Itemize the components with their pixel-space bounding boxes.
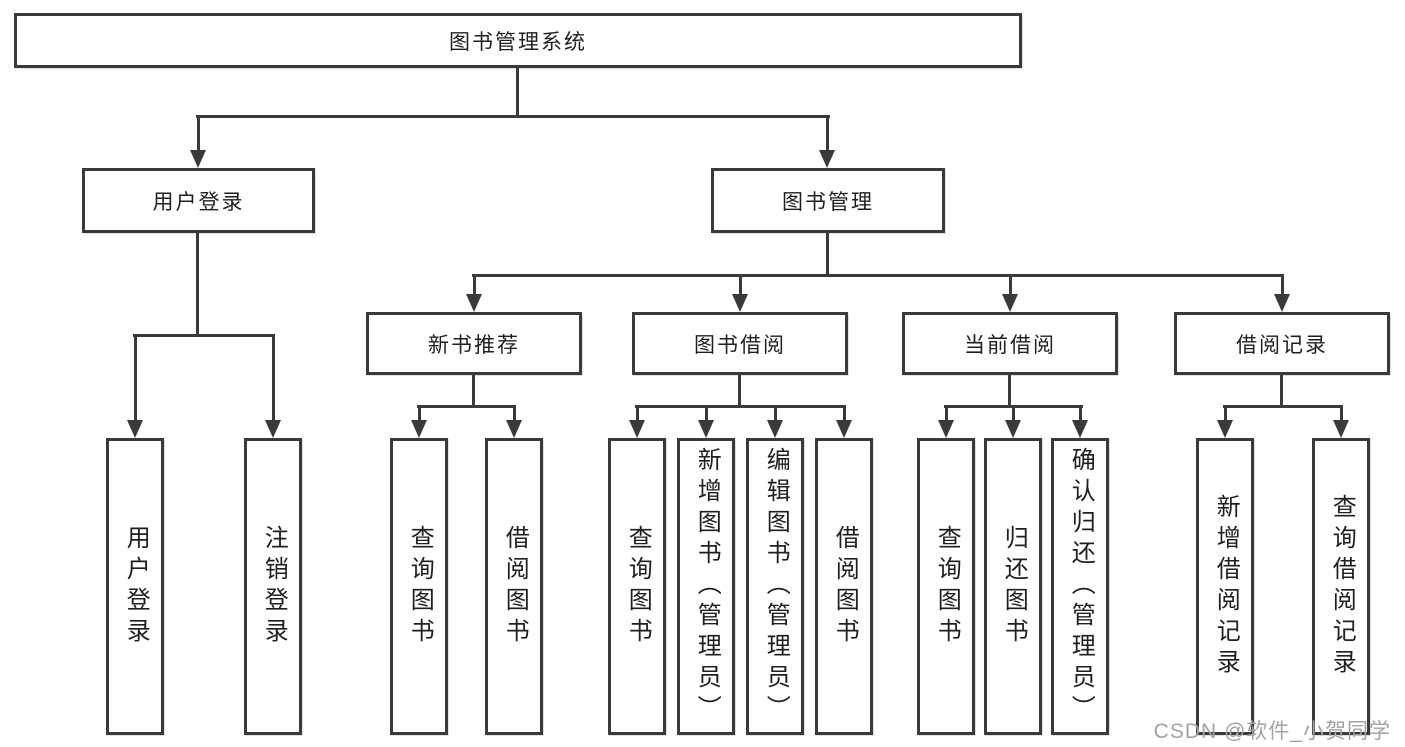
edge-book-borrow-trunk xyxy=(738,375,741,408)
arrowhead-leaf-borrow-book-2-icon xyxy=(836,420,852,438)
edge-to-book-borrow xyxy=(739,274,742,294)
node-user-login-label: 用户登录 xyxy=(152,190,245,214)
edge-to-leaf-user-login xyxy=(134,334,137,420)
node-book-borrow-label: 图书借阅 xyxy=(694,333,786,357)
leaf-query-borrow-record-label: 查询借阅记录 xyxy=(1328,493,1356,680)
edge-to-leaf-query-book-1 xyxy=(418,405,421,420)
leaf-confirm-return-admin-label: 确认归还（管理员） xyxy=(1067,447,1095,726)
edge-to-leaf-confirm-return xyxy=(1079,405,1082,420)
leaf-borrow-book-2: 借阅图书 xyxy=(815,438,873,735)
edge-current-borrow-trunk xyxy=(1008,375,1011,408)
arrowhead-leaf-query-book-1-icon xyxy=(411,420,427,438)
leaf-add-book-admin: 新增图书（管理员） xyxy=(677,438,735,735)
arrowhead-book-borrow-icon xyxy=(732,294,748,312)
node-book-management: 图书管理 xyxy=(711,168,945,233)
leaf-query-borrow-record: 查询借阅记录 xyxy=(1312,438,1370,735)
leaf-user-login-label: 用户登录 xyxy=(122,524,150,649)
leaf-query-book-3-label: 查询图书 xyxy=(933,524,961,649)
edge-user-login-branch xyxy=(133,334,275,337)
edge-to-current-borrow xyxy=(1009,274,1012,294)
leaf-query-book-1-label: 查询图书 xyxy=(406,524,434,649)
arrowhead-user-login-icon xyxy=(190,150,206,168)
node-current-borrow: 当前借阅 xyxy=(902,312,1118,375)
leaf-edit-book-admin-label: 编辑图书（管理员） xyxy=(762,447,790,726)
edge-book-borrow-branch xyxy=(635,405,846,408)
arrowhead-leaf-add-book-icon xyxy=(698,420,714,438)
edge-root-trunk xyxy=(516,67,519,118)
arrowhead-leaf-logout-icon xyxy=(265,420,281,438)
edge-to-leaf-logout xyxy=(272,334,275,420)
leaf-return-book-label: 归还图书 xyxy=(1000,524,1028,649)
edge-root-to-user-login xyxy=(197,115,200,150)
node-root-label: 图书管理系统 xyxy=(449,30,587,54)
edge-borrow-record-branch xyxy=(1223,405,1343,408)
edge-to-leaf-return-book xyxy=(1012,405,1015,420)
edge-root-to-book-management xyxy=(826,115,829,150)
arrowhead-leaf-borrow-book-1-icon xyxy=(506,420,522,438)
edge-to-leaf-add-book xyxy=(705,405,708,420)
node-new-book-recommend-label: 新书推荐 xyxy=(428,333,520,357)
node-current-borrow-label: 当前借阅 xyxy=(964,333,1056,357)
arrowhead-leaf-confirm-return-icon xyxy=(1072,420,1088,438)
leaf-borrow-book-1-label: 借阅图书 xyxy=(501,524,529,649)
edge-to-leaf-edit-book xyxy=(774,405,777,420)
watermark: CSDN @软件_小贺同学 xyxy=(1153,720,1391,743)
edge-book-management-trunk xyxy=(826,233,829,276)
leaf-borrow-book-1: 借阅图书 xyxy=(485,438,543,735)
leaf-add-book-admin-label: 新增图书（管理员） xyxy=(693,447,721,726)
edge-to-leaf-query-borrow-record xyxy=(1340,405,1343,420)
node-user-login: 用户登录 xyxy=(82,168,315,233)
leaf-confirm-return-admin: 确认归还（管理员） xyxy=(1051,438,1109,735)
edge-to-borrow-record xyxy=(1281,274,1284,294)
arrowhead-book-management-icon xyxy=(819,150,835,168)
arrowhead-leaf-user-login-icon xyxy=(127,420,143,438)
edge-to-leaf-add-borrow-record xyxy=(1224,405,1227,420)
node-book-management-label: 图书管理 xyxy=(782,190,874,214)
leaf-logout: 注销登录 xyxy=(244,438,302,735)
arrowhead-leaf-edit-book-icon xyxy=(767,420,783,438)
leaf-query-book-2-label: 查询图书 xyxy=(624,524,652,649)
leaf-edit-book-admin: 编辑图书（管理员） xyxy=(746,438,804,735)
node-borrow-record-label: 借阅记录 xyxy=(1236,333,1328,357)
node-borrow-record: 借阅记录 xyxy=(1174,312,1390,375)
leaf-return-book: 归还图书 xyxy=(984,438,1042,735)
edge-to-leaf-query-book-3 xyxy=(945,405,948,420)
edge-to-leaf-query-book-2 xyxy=(636,405,639,420)
leaf-add-borrow-record-label: 新增借阅记录 xyxy=(1212,493,1240,680)
arrowhead-leaf-query-book-2-icon xyxy=(629,420,645,438)
arrowhead-leaf-add-borrow-record-icon xyxy=(1217,420,1233,438)
arrowhead-leaf-query-book-3-icon xyxy=(938,420,954,438)
edge-user-login-trunk xyxy=(196,233,199,336)
arrowhead-new-book-recommend-icon xyxy=(466,294,482,312)
edge-root-branch xyxy=(196,115,830,118)
arrowhead-borrow-record-icon xyxy=(1274,294,1290,312)
arrowhead-leaf-query-borrow-record-icon xyxy=(1333,420,1349,438)
leaf-logout-label: 注销登录 xyxy=(260,524,288,649)
arrowhead-current-borrow-icon xyxy=(1002,294,1018,312)
arrowhead-leaf-return-book-icon xyxy=(1005,420,1021,438)
leaf-user-login: 用户登录 xyxy=(106,438,164,735)
edge-to-new-book-recommend xyxy=(473,274,476,294)
node-root: 图书管理系统 xyxy=(14,13,1022,68)
leaf-query-book-3: 查询图书 xyxy=(917,438,975,735)
edge-book-management-branch xyxy=(472,274,1284,277)
edge-borrow-record-trunk xyxy=(1280,375,1283,408)
edge-to-leaf-borrow-book-2 xyxy=(843,405,846,420)
edge-new-book-trunk xyxy=(472,375,475,408)
leaf-add-borrow-record: 新增借阅记录 xyxy=(1196,438,1254,735)
edge-to-leaf-borrow-book-1 xyxy=(513,405,516,420)
leaf-query-book-2: 查询图书 xyxy=(608,438,666,735)
leaf-query-book-1: 查询图书 xyxy=(390,438,448,735)
leaf-borrow-book-2-label: 借阅图书 xyxy=(831,524,859,649)
node-new-book-recommend: 新书推荐 xyxy=(366,312,582,375)
edge-new-book-branch xyxy=(417,405,516,408)
node-book-borrow: 图书借阅 xyxy=(632,312,848,375)
